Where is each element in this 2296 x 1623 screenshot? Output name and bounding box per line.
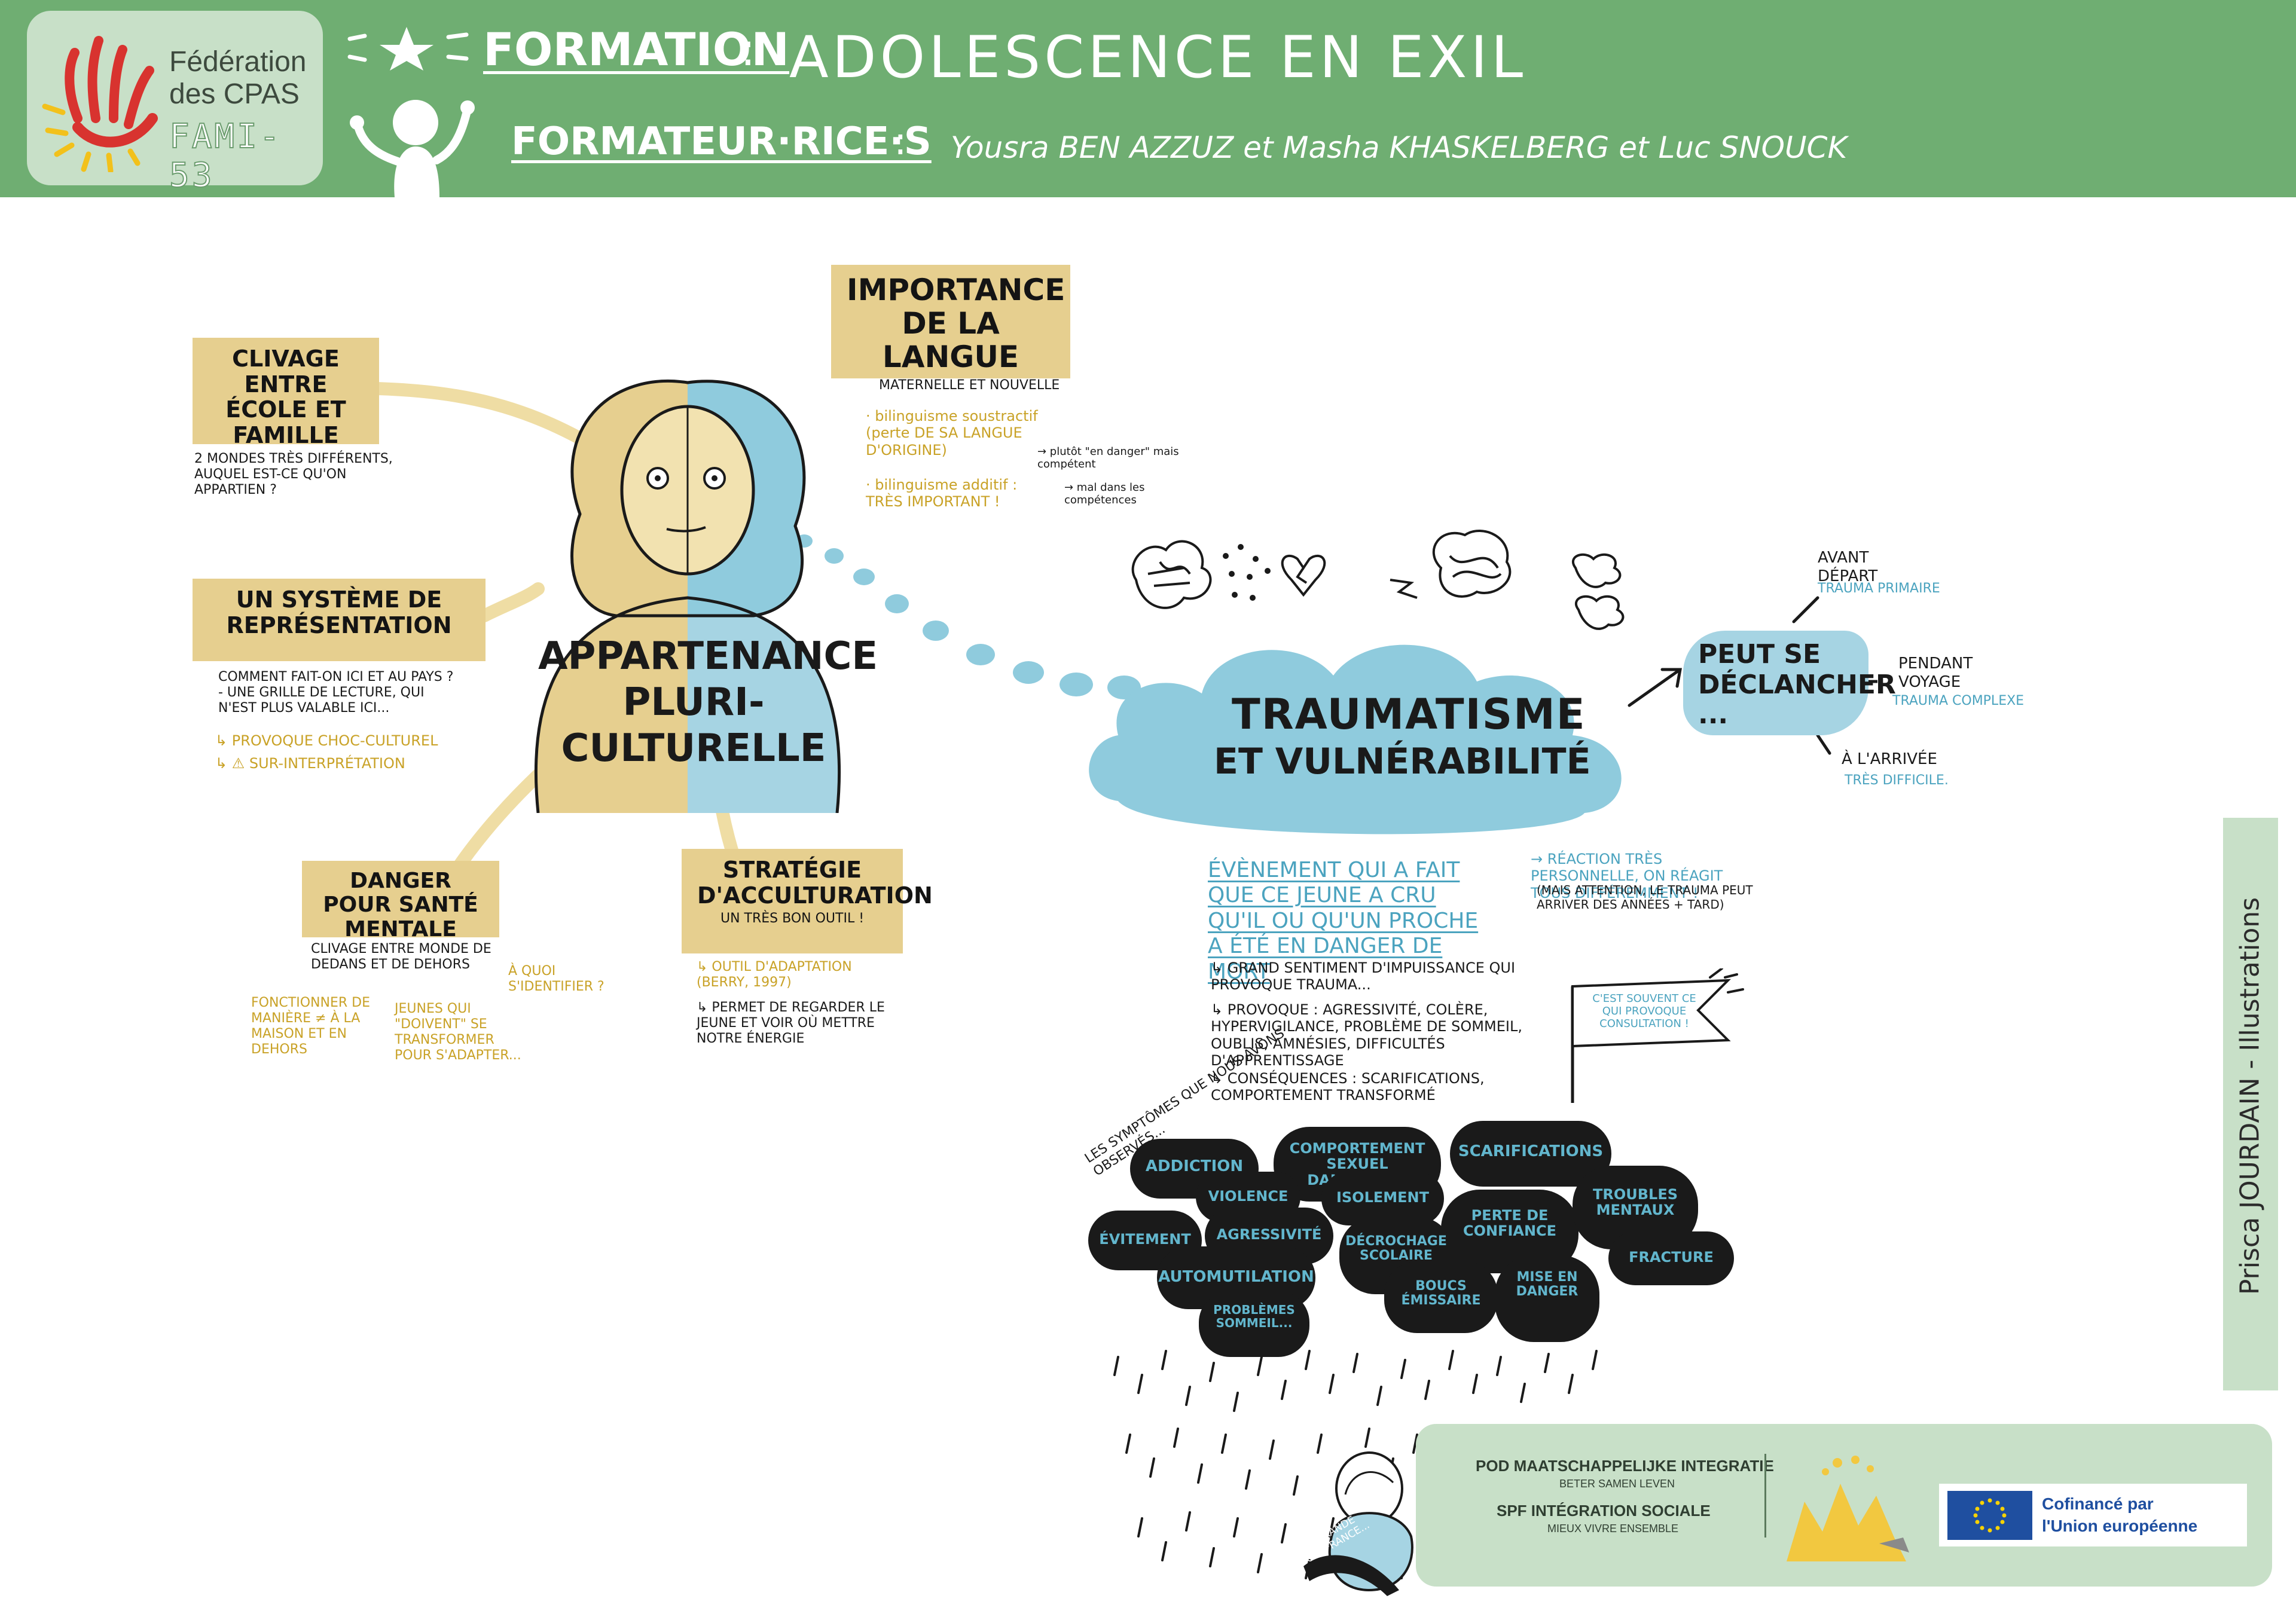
symptom-violence: VIOLENCE bbox=[1208, 1188, 1289, 1205]
symptom-isolement: ISOLEMENT bbox=[1336, 1189, 1430, 1206]
moment-2-label: PENDANT VOYAGE bbox=[1898, 655, 1973, 691]
langue-bullet1-side: → plutôt "en danger" mais compétent bbox=[1037, 445, 1179, 471]
systeme-box: UN SYSTÈME DE REPRÉSENTATION bbox=[193, 579, 486, 661]
systeme-effect1: ↳ PROVOQUE CHOC-CULTUREL bbox=[215, 732, 438, 749]
danger-note: CLIVAGE ENTRE MONDE DE DEDANS ET DE DEHO… bbox=[311, 942, 491, 972]
moment-2-detail: TRAUMA COMPLEXE bbox=[1892, 693, 2025, 708]
formation-title: ADOLESCENCE EN EXIL bbox=[789, 24, 1527, 91]
worry-doodles bbox=[1131, 529, 1625, 630]
org-name-line1: Fédération bbox=[169, 46, 307, 78]
spf-line1: SPF INTÉGRATION SOCIALE bbox=[1497, 1502, 1711, 1520]
colon-separator: : bbox=[740, 23, 756, 76]
org-name-line2: des CPAS bbox=[169, 78, 300, 110]
trauma-point-3: ↳ CONSÉQUENCES : SCARIFICATIONS, COMPORT… bbox=[1211, 1070, 1485, 1104]
langue-bullet2-side: → mal dans les compétences bbox=[1064, 481, 1145, 507]
symptom-decrochage: DÉCROCHAGE SCOLAIRE bbox=[1345, 1234, 1447, 1264]
danger-side: À QUOI S'IDENTIFIER ? bbox=[508, 964, 604, 994]
langue-sub: MATERNELLE ET NOUVELLE bbox=[879, 378, 1060, 393]
symptom-agressivite: AGRESSIVITÉ bbox=[1216, 1226, 1322, 1243]
symptom-automutilation: AUTOMUTILATION bbox=[1158, 1268, 1314, 1286]
strategie-note2: ↳ PERMET DE REGARDER LE JEUNE ET VOIR OÙ… bbox=[697, 1000, 885, 1046]
trainers-label: FORMATEUR·RICE·S bbox=[511, 120, 932, 164]
central-title: APPARTENANCE PLURI-CULTURELLE bbox=[538, 634, 878, 771]
strategie-title: STRATÉGIE D'ACCULTURATION bbox=[697, 857, 933, 909]
langue-bullet1: · bilinguisme soustractif (perte DE SA L… bbox=[866, 408, 1038, 459]
systeme-title: UN SYSTÈME DE REPRÉSENTATION bbox=[226, 586, 452, 638]
star-doodle-icon bbox=[347, 27, 469, 71]
footer-funders: POD MAATSCHAPPELIJKE INTEGRATIE BETER SA… bbox=[1416, 1424, 2272, 1587]
illustrator-signature-box: Prisca JOURDAIN - Illustrations bbox=[2223, 818, 2278, 1390]
trauma-definition: ÉVÈNEMENT QUI A FAIT QUE CE JEUNE A CRU … bbox=[1208, 858, 1479, 984]
program-name: FAMI-53 bbox=[169, 117, 282, 195]
moment-3-label: À L'ARRIVÉE bbox=[1842, 750, 1937, 768]
trauma-point-1: ↳ GRAND SENTIMENT D'IMPUISSANCE QUI PROV… bbox=[1211, 959, 1516, 994]
cloud-title-line2: ET VULNÉRABILITÉ bbox=[1214, 741, 1591, 783]
symptom-troubles-mentaux: TROUBLES MENTAUX bbox=[1592, 1186, 1678, 1219]
flag-text: C'EST SOUVENT CE QUI PROVOQUE CONSULTATI… bbox=[1592, 992, 1696, 1031]
eu-line2: l'Union européenne bbox=[2042, 1517, 2198, 1535]
symptom-evitement: ÉVITEMENT bbox=[1099, 1231, 1191, 1248]
danger-sub1: FONCTIONNER DE MANIÈRE ≠ À LA MAISON ET … bbox=[251, 995, 370, 1057]
logo-federation-cpas: Fédération des CPAS FAMI-53 bbox=[27, 11, 323, 195]
strategie-note1: ↳ OUTIL D'ADAPTATION (BERRY, 1997) bbox=[697, 959, 852, 990]
langue-bullet2: · bilinguisme additif : TRÈS IMPORTANT ! bbox=[866, 476, 1018, 511]
eu-flag-icon bbox=[1947, 1491, 2032, 1540]
hand-logo-icon bbox=[42, 36, 158, 172]
header-band: Fédération des CPAS FAMI-53 FORMATION : … bbox=[0, 0, 2296, 197]
trauma-cloud bbox=[1089, 644, 1622, 835]
clivage-title: CLIVAGE ENTRE ÉCOLE ET FAMILLE bbox=[225, 346, 346, 448]
symptom-fracture: FRACTURE bbox=[1629, 1249, 1714, 1266]
trauma-reaction: → RÉACTION TRÈS PERSONNELLE, ON RÉAGIT T… bbox=[1531, 851, 1723, 901]
langue-title: IMPORTANCE DE LA LANGUE bbox=[847, 273, 1065, 374]
eu-badge: Cofinancé par l'Union européenne bbox=[1939, 1484, 2247, 1546]
danger-sub2: JEUNES QUI "DOIVENT" SE TRANSFORMER POUR… bbox=[395, 1001, 521, 1063]
strategie-sub: UN TRÈS BON OUTIL ! bbox=[720, 911, 865, 927]
flag-icon bbox=[1571, 968, 1744, 1103]
clivage-note: 2 MONDES TRÈS DIFFÉRENTS, AUQUEL EST-CE … bbox=[194, 451, 393, 497]
moment-3-detail: TRÈS DIFFICILE. bbox=[1845, 773, 1949, 788]
pod-line2: BETER SAMEN LEVEN bbox=[1559, 1478, 1675, 1490]
symptom-scarifications: SCARIFICATIONS bbox=[1458, 1142, 1604, 1160]
trainers-names: Yousra BEN AZZUZ et Masha KHASKELBERG et… bbox=[951, 130, 1848, 165]
symptom-mise-en-danger: MISE EN DANGER bbox=[1516, 1270, 1578, 1300]
formation-label: FORMATION bbox=[483, 23, 789, 76]
central-character-illustration bbox=[534, 379, 841, 813]
symptom-boucs: BOUCS ÉMISSAIRE bbox=[1401, 1279, 1481, 1309]
footer-divider bbox=[1764, 1454, 1766, 1538]
trigger-splash bbox=[1683, 631, 1868, 735]
character-waving-icon bbox=[350, 100, 475, 197]
systeme-effect2: ↳ ⚠ SUR-INTERPRÉTATION bbox=[215, 755, 405, 772]
danger-box: DANGER POUR SANTÉ MENTALE bbox=[302, 861, 499, 941]
trigger-title: PEUT SE DÉCLANCHER ... bbox=[1698, 639, 1896, 730]
trauma-reaction-note: (MAIS ATTENTION, LE TRAUMA PEUT ARRIVER … bbox=[1537, 883, 1753, 912]
colon-separator-2: : bbox=[894, 120, 907, 164]
spf-line2: MIEUX VIVRE ENSEMBLE bbox=[1547, 1523, 1679, 1535]
cloud-title-line1: TRAUMATISME bbox=[1232, 690, 1586, 739]
crouching-figure-illustration bbox=[1303, 1451, 1413, 1596]
strategie-box: STRATÉGIE D'ACCULTURATION UN TRÈS BON OU… bbox=[682, 849, 933, 953]
pod-line1: POD MAATSCHAPPELIJKE INTEGRATIE bbox=[1476, 1457, 1774, 1475]
danger-title: DANGER POUR SANTÉ MENTALE bbox=[323, 869, 478, 942]
belgian-federal-logo-icon bbox=[1787, 1456, 1909, 1561]
illustrator-signature: Prisca JOURDAIN - Illustrations bbox=[2234, 897, 2266, 1295]
moment-1-detail: TRAUMA PRIMAIRE bbox=[1818, 581, 1940, 596]
moment-1-label: AVANT DÉPART bbox=[1818, 549, 1878, 585]
langue-box: IMPORTANCE DE LA LANGUE bbox=[831, 265, 1070, 378]
clivage-box: CLIVAGE ENTRE ÉCOLE ET FAMILLE bbox=[193, 338, 379, 448]
trauma-point-2: ↳ PROVOQUE : AGRESSIVITÉ, COLÈRE, HYPERV… bbox=[1211, 1001, 1522, 1069]
symptom-perte-confiance: PERTE DE CONFIANCE bbox=[1463, 1207, 1557, 1240]
eu-line1: Cofinancé par bbox=[2042, 1494, 2154, 1513]
symptom-sommeil: PROBLÈMES SOMMEIL... bbox=[1213, 1303, 1295, 1330]
systeme-note: COMMENT FAIT-ON ICI ET AU PAYS ? - UNE G… bbox=[218, 670, 454, 716]
